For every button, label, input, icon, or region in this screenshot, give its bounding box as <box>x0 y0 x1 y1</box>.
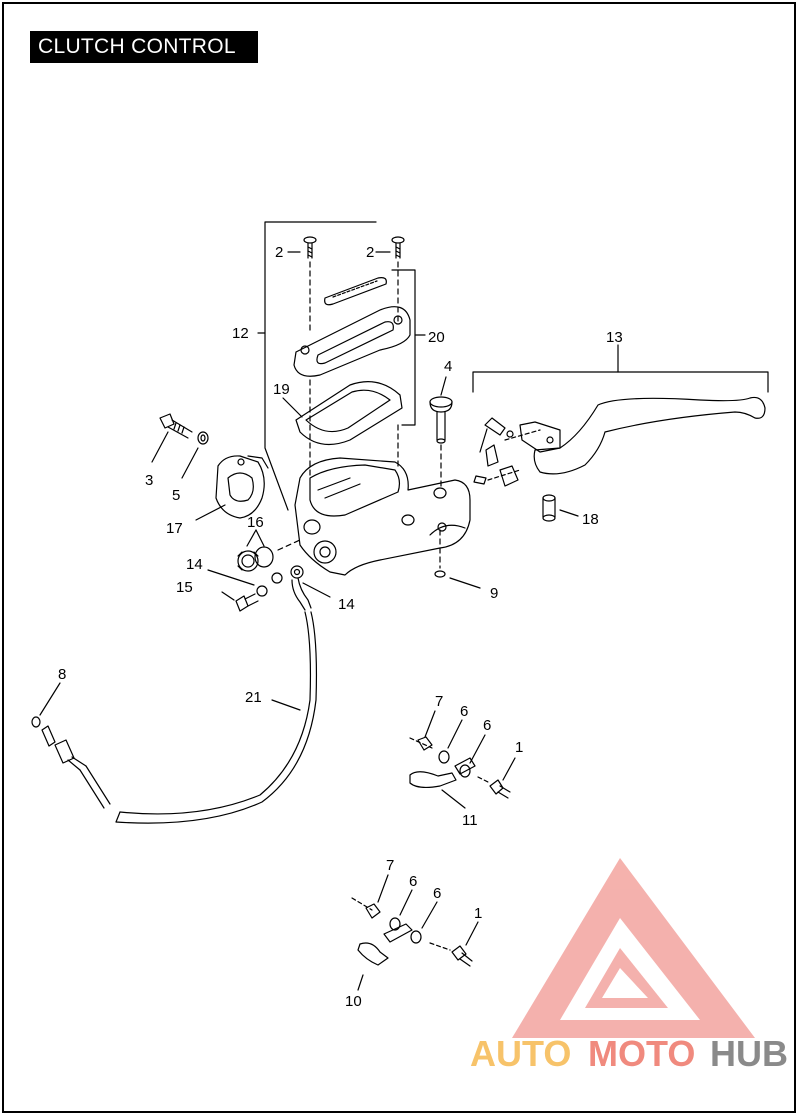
bracket-20 <box>391 269 416 426</box>
washer-5 <box>181 431 209 479</box>
hose-fitting-8 <box>31 682 87 771</box>
lower-hose-clip-set <box>351 874 479 991</box>
sealing-washer-14-left <box>256 585 268 597</box>
sight-glass-plate <box>324 277 387 306</box>
watermark-auto: AUTO <box>470 1033 571 1074</box>
callout-2-left: 2 <box>275 244 283 261</box>
screw-2-right <box>391 236 405 326</box>
callout-6-lower-left: 6 <box>409 873 417 890</box>
callout-2-right: 2 <box>366 244 374 261</box>
callout-1-upper: 1 <box>515 739 523 756</box>
switch-cap-16 <box>237 529 301 572</box>
callout-18: 18 <box>582 511 599 528</box>
callout-19: 19 <box>273 381 290 398</box>
callout-21: 21 <box>245 689 262 706</box>
callout-6-upper-right: 6 <box>483 717 491 734</box>
sealing-washer-14-right <box>271 572 283 584</box>
watermark-logo <box>512 858 755 1038</box>
callout-9: 9 <box>490 585 498 602</box>
callout-6-lower-right: 6 <box>433 885 441 902</box>
bushing-18 <box>542 494 579 522</box>
bracket-13 <box>472 371 769 393</box>
callouts: 2 2 12 20 13 4 19 3 5 17 16 18 14 15 14 … <box>58 244 623 1010</box>
callout-12: 12 <box>232 325 249 342</box>
callout-3: 3 <box>145 472 153 489</box>
clamp-screw-3 <box>151 413 193 463</box>
callout-7-upper: 7 <box>435 693 443 710</box>
callout-14-left: 14 <box>186 556 203 573</box>
callout-5: 5 <box>172 487 180 504</box>
callout-20: 20 <box>428 329 445 346</box>
watermark-hub: HUB <box>710 1033 788 1074</box>
diagram-title: CLUTCH CONTROL <box>38 35 236 58</box>
clutch-lever <box>519 396 766 475</box>
watermark-moto: MOTO <box>588 1033 695 1074</box>
handlebar-clamp-17 <box>195 455 269 521</box>
interlock-switch <box>473 417 541 487</box>
title-bar: CLUTCH CONTROL <box>30 31 258 63</box>
pivot-pin-4 <box>429 376 453 491</box>
upper-hose-clip-set <box>409 710 516 809</box>
diaphragm-gasket <box>295 381 403 446</box>
callout-17: 17 <box>166 520 183 537</box>
callout-11: 11 <box>462 812 478 829</box>
screw-2-left <box>303 236 317 331</box>
reservoir-cover <box>293 306 411 377</box>
callout-4: 4 <box>444 358 452 375</box>
callout-7-lower: 7 <box>386 857 394 874</box>
master-cylinder-body <box>294 457 471 576</box>
callout-15: 15 <box>176 579 193 596</box>
clutch-hose-21 <box>79 565 318 824</box>
callout-6-upper-left: 6 <box>460 703 468 720</box>
callout-8: 8 <box>58 666 66 683</box>
banjo-bolt-15 <box>221 591 259 612</box>
callout-13: 13 <box>606 329 623 346</box>
retaining-ring-9 <box>434 529 481 589</box>
bracket-12 <box>264 221 377 511</box>
callout-16: 16 <box>247 514 264 531</box>
callout-10: 10 <box>345 993 362 1010</box>
callout-14-right: 14 <box>338 596 355 613</box>
callout-1-lower: 1 <box>474 905 482 922</box>
